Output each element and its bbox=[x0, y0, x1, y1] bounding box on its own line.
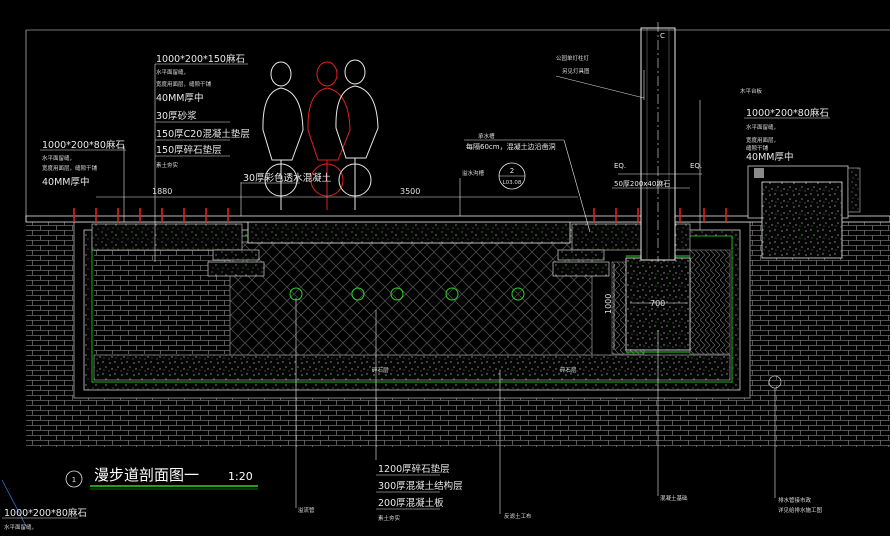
upper-spec-layer: 150厚C20混凝土垫层 bbox=[156, 128, 250, 140]
upper-spec-layer: 素土夯实 bbox=[156, 161, 179, 169]
lamp-note-line: 公园单灯柱灯 bbox=[556, 54, 590, 62]
detail-reference: 2 L03.08 bbox=[498, 162, 526, 190]
lamp-top-note: 木平台板 bbox=[740, 87, 763, 95]
manhole-note: 详见给排水施工图 bbox=[778, 506, 823, 514]
eq-marks: EQ. EQ. 50厚200x40麻石 bbox=[612, 162, 702, 189]
drawing-title: 1 漫步道剖面图一 1:20 bbox=[65, 466, 258, 490]
lamp-base-size: 50厚200x40麻石 bbox=[614, 179, 670, 188]
fill-label: 碎石层 bbox=[560, 366, 577, 374]
title-name: 漫步道剖面图一 bbox=[94, 466, 199, 484]
upper-spec-layer: 30厚砂浆 bbox=[156, 110, 197, 122]
cyclist-figures bbox=[262, 59, 379, 210]
bottom-spec-note: 1000*200*80麻石 水平面留缝， bbox=[1, 479, 87, 531]
top-layer-note: 30厚彩色透水混凝土 bbox=[241, 172, 332, 184]
base-layer-notes: 1200厚碎石垫层 300厚混凝土结构层 200厚混凝土板 素土夯实 bbox=[376, 463, 463, 522]
right-spec-size: 1000*200*80麻石 bbox=[746, 107, 829, 119]
grate-note-body: 每隔60cm，混凝土边沿凿洞 bbox=[466, 142, 556, 151]
left-spec-size: 1000*200*80麻石 bbox=[42, 139, 125, 151]
planter-box bbox=[747, 165, 861, 259]
right-spec-note: 1000*200*80麻石 水平面留缝， 宽度用面层， 缝隙干铺 40MM厚中 bbox=[744, 107, 830, 163]
upper-spec-line: 宽度用面层，缝隙干铺 bbox=[156, 80, 212, 88]
leader-note: 混凝土基础 bbox=[660, 494, 688, 502]
top-layer-text: 30厚彩色透水混凝土 bbox=[243, 172, 332, 184]
centerline-mark: C bbox=[660, 32, 665, 40]
leader-note: 反滤土工布 bbox=[504, 512, 532, 520]
dim-700: 700 bbox=[650, 299, 665, 308]
bottom-spec-size: 1000*200*80麻石 bbox=[4, 507, 87, 519]
eq-label: EQ. bbox=[614, 162, 626, 170]
grate-note: 承水槽 每隔60cm，混凝土边沿凿洞 溢水沟槽 bbox=[462, 132, 564, 177]
right-spec-line: 水平面留缝， bbox=[746, 123, 779, 131]
manhole-note: 排水管接市政 bbox=[778, 496, 812, 504]
dimension-texts: 1880 3500 700 1000 bbox=[152, 187, 665, 314]
lamp-post bbox=[640, 22, 676, 262]
title-scale: 1:20 bbox=[228, 470, 253, 483]
red-drain-markers bbox=[73, 208, 727, 222]
dim-1000: 1000 bbox=[604, 294, 613, 314]
left-spec-line: 水平面留缝， bbox=[42, 154, 75, 162]
base-layer: 1200厚碎石垫层 bbox=[378, 463, 450, 475]
left-spec-line: 40MM厚中 bbox=[42, 176, 89, 188]
bottom-leader-notes: 溢流管 反滤土工布 混凝土基础 排水管接市政 详见给排水施工图 bbox=[298, 494, 823, 520]
bottom-spec-line: 水平面留缝， bbox=[4, 523, 37, 531]
upper-spec-note: 1000*200*150麻石 水平面留缝， 宽度用面层，缝隙干铺 40MM厚中 … bbox=[155, 53, 250, 169]
dim-3500: 3500 bbox=[400, 187, 420, 196]
lamp-note: 公园单灯柱灯 另见灯具图 木平台板 bbox=[555, 54, 763, 99]
left-spec-note: 1000*200*80麻石 水平面留缝， 宽度用面层，缝隙干铺 40MM厚中 bbox=[40, 139, 126, 188]
upper-spec-line: 40MM厚中 bbox=[156, 92, 203, 104]
detail-ref-sheet: L03.08 bbox=[503, 180, 522, 186]
annotation-leaders bbox=[25, 29, 890, 514]
left-spec-line: 宽度用面层，缝隙干铺 bbox=[42, 164, 98, 172]
fill-labels: 碎石层 碎石层 bbox=[372, 366, 577, 374]
right-spec-line: 40MM厚中 bbox=[746, 151, 793, 163]
right-spec-line: 缝隙干铺 bbox=[746, 144, 769, 152]
water-note: 溢水沟槽 bbox=[462, 169, 485, 177]
upper-spec-size: 1000*200*150麻石 bbox=[156, 53, 245, 65]
curb-blocks bbox=[207, 249, 610, 277]
dimension-lines bbox=[96, 173, 702, 350]
title-number: 1 bbox=[72, 476, 76, 484]
upper-spec-layer: 150厚碎石垫层 bbox=[156, 144, 222, 156]
upper-spec-line: 水平面留缝， bbox=[156, 68, 189, 76]
grate-note-head: 承水槽 bbox=[478, 132, 495, 140]
dim-1880: 1880 bbox=[152, 187, 172, 196]
detail-ref-number: 2 bbox=[510, 167, 514, 175]
base-layer: 素土夯实 bbox=[378, 514, 401, 522]
base-layer: 300厚混凝土结构层 bbox=[378, 480, 463, 492]
walkway-slab bbox=[25, 215, 890, 251]
leader-note: 溢流管 bbox=[298, 506, 315, 514]
base-layer: 200厚混凝土板 bbox=[378, 497, 444, 509]
lamp-note-line: 另见灯具图 bbox=[562, 67, 590, 75]
eq-label: EQ. bbox=[690, 162, 702, 170]
fill-label: 碎石层 bbox=[372, 366, 389, 374]
right-spec-line: 宽度用面层， bbox=[746, 136, 779, 144]
